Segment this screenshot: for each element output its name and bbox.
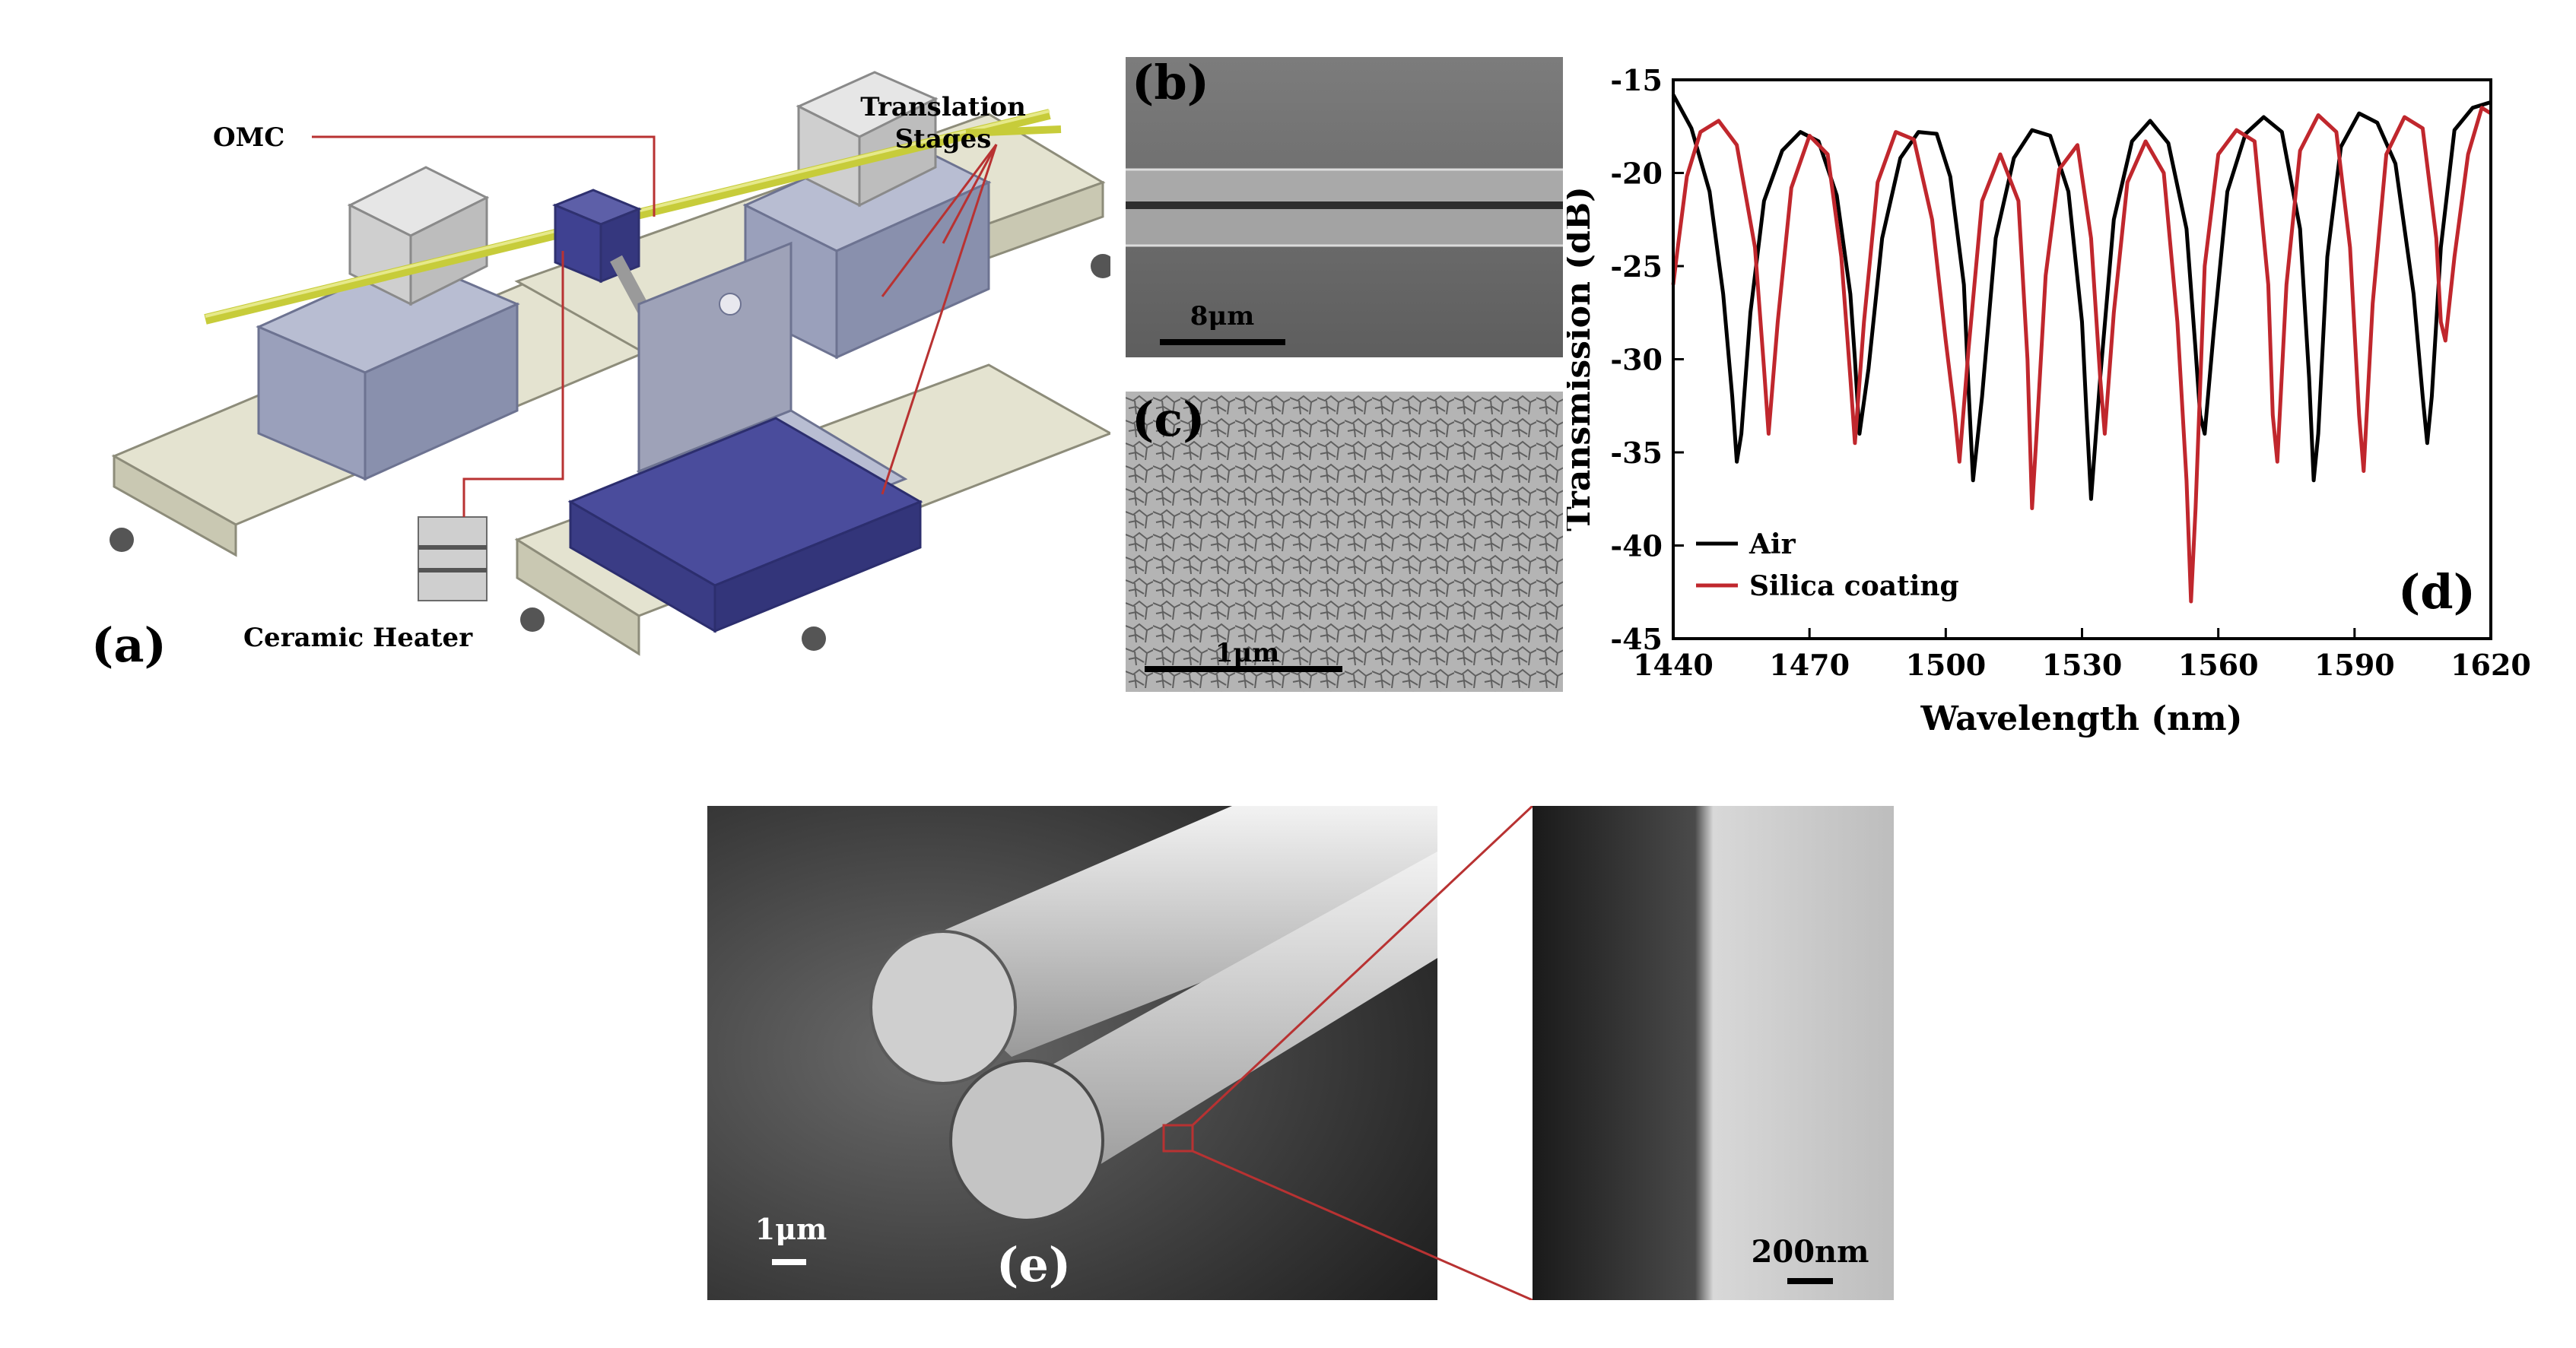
panel-a-illustration: OMC Translation Stages Ceramic Heater (a…: [91, 53, 1115, 692]
scale-bar-label: 8μm: [1190, 301, 1255, 331]
rail-left-side: [113, 454, 237, 557]
plate-base-front: [713, 500, 922, 633]
y-axis-label: Transmission (dB): [1567, 186, 1598, 531]
fiber-lower-end: [949, 1059, 1104, 1222]
x-tick-label: 1530: [2042, 648, 2123, 682]
scale-bar-label-right: 200nm: [1752, 1234, 1869, 1270]
panel-d-label: (d): [2398, 564, 2476, 620]
stages-label-line1: Translation: [860, 92, 1026, 122]
panel-e-image: 1μm (e) 200nm: [707, 804, 1894, 1302]
stage-left-side: [364, 302, 519, 481]
zoom-leader-line: [1191, 804, 1534, 1127]
y-tick-group: -15 -20 -25 -30 -35 -40 -45: [1610, 63, 1684, 656]
panel-c-label: (c): [1132, 392, 1205, 447]
panel-e-sem: 1μm (e) 200nm: [707, 804, 1894, 1302]
transmission-chart: -15 -20 -25 -30 -35 -40 -45 1440 1470 1500 1530 15…: [1559, 63, 2531, 738]
fiber-band-bottom: [1126, 209, 1563, 246]
heater-cube-side: [599, 207, 640, 284]
panel-c-sem: 1μm (c): [1126, 392, 1563, 692]
clamp-left-side: [409, 195, 488, 306]
rail-knob: [110, 528, 134, 552]
apparatus-drawing: OMC Translation Stages Ceramic Heater (a…: [91, 71, 1115, 673]
series-group: [1671, 94, 2492, 604]
y-tick-label: -40: [1610, 529, 1663, 563]
stages-label-line2: Stages: [895, 124, 992, 154]
zoom-leader-line: [1192, 1150, 1533, 1302]
series-line-air: [1671, 94, 2492, 501]
stage-right-side: [835, 180, 990, 360]
heater-label: Ceramic Heater: [243, 623, 473, 653]
panel-e-label: (e): [996, 1237, 1071, 1292]
stages-leader-line: [881, 144, 998, 495]
x-axis-label: Wavelength (nm): [1920, 699, 2243, 738]
fiber-tail: [965, 125, 1062, 137]
panel-b-label: (b): [1132, 57, 1209, 110]
rail-knob: [802, 626, 826, 651]
legend: Air Silica coating: [1696, 528, 1959, 602]
stages-leader-line: [942, 144, 998, 244]
stages-leader-line: [881, 144, 998, 297]
scale-bar-label: 1μm: [1215, 638, 1280, 668]
fiber-band-top: [1126, 170, 1563, 201]
zoom-region-marker: [1162, 1124, 1194, 1153]
omc-label: OMC: [213, 122, 284, 153]
panel-a-label: (a): [91, 617, 167, 673]
y-tick-label: -35: [1610, 436, 1663, 470]
fiber-lower-body: [1012, 852, 1437, 1186]
silica-surface: [1126, 392, 1563, 692]
legend-label-silica: Silica coating: [1749, 570, 1959, 602]
rail-knob: [1091, 254, 1115, 278]
y-tick-label: -25: [1610, 249, 1663, 284]
x-tick-label: 1620: [2451, 648, 2531, 682]
legend-label-air: Air: [1749, 528, 1796, 560]
y-tick-label: -30: [1610, 343, 1663, 377]
series-line-silica-coating: [1671, 106, 2492, 604]
fiber-gap: [1126, 201, 1563, 209]
x-tick-label: 1560: [2178, 648, 2259, 682]
y-tick-label: -15: [1610, 63, 1663, 97]
panel-b-sem: 8μm (b): [1126, 55, 1563, 357]
heater-leader-line: [462, 251, 564, 517]
x-tick-label: 1500: [1905, 648, 1986, 682]
x-tick-label: 1590: [2314, 648, 2395, 682]
rail-front-side: [516, 538, 640, 656]
panel-c-image: 1μm (c): [1126, 392, 1563, 692]
x-tick-label: 1440: [1633, 648, 1714, 682]
panel-b-image: 8μm (b): [1126, 55, 1563, 357]
y-tick-label: -20: [1610, 157, 1663, 191]
plot-frame: [1672, 78, 2492, 640]
x-tick-group: 1440 1470 1500 1530 1560 1590 1620: [1633, 628, 2531, 682]
scale-bar-label-left: 1μm: [755, 1212, 827, 1246]
y-tick-label: -45: [1610, 622, 1663, 656]
plate-hole: [719, 293, 742, 316]
ceramic-heater-photo: [418, 516, 488, 601]
fiber-upper-end: [869, 930, 1017, 1085]
rail-knob: [520, 607, 545, 632]
omc-leader-line: [312, 135, 656, 217]
fiber-upper-body: [897, 806, 1437, 1057]
sem-zoom-image: [1533, 806, 1894, 1300]
panel-d-chart: -15 -20 -25 -30 -35 -40 -45 1440 1470 1500 1530 15…: [1559, 46, 2555, 745]
x-tick-label: 1470: [1769, 648, 1850, 682]
